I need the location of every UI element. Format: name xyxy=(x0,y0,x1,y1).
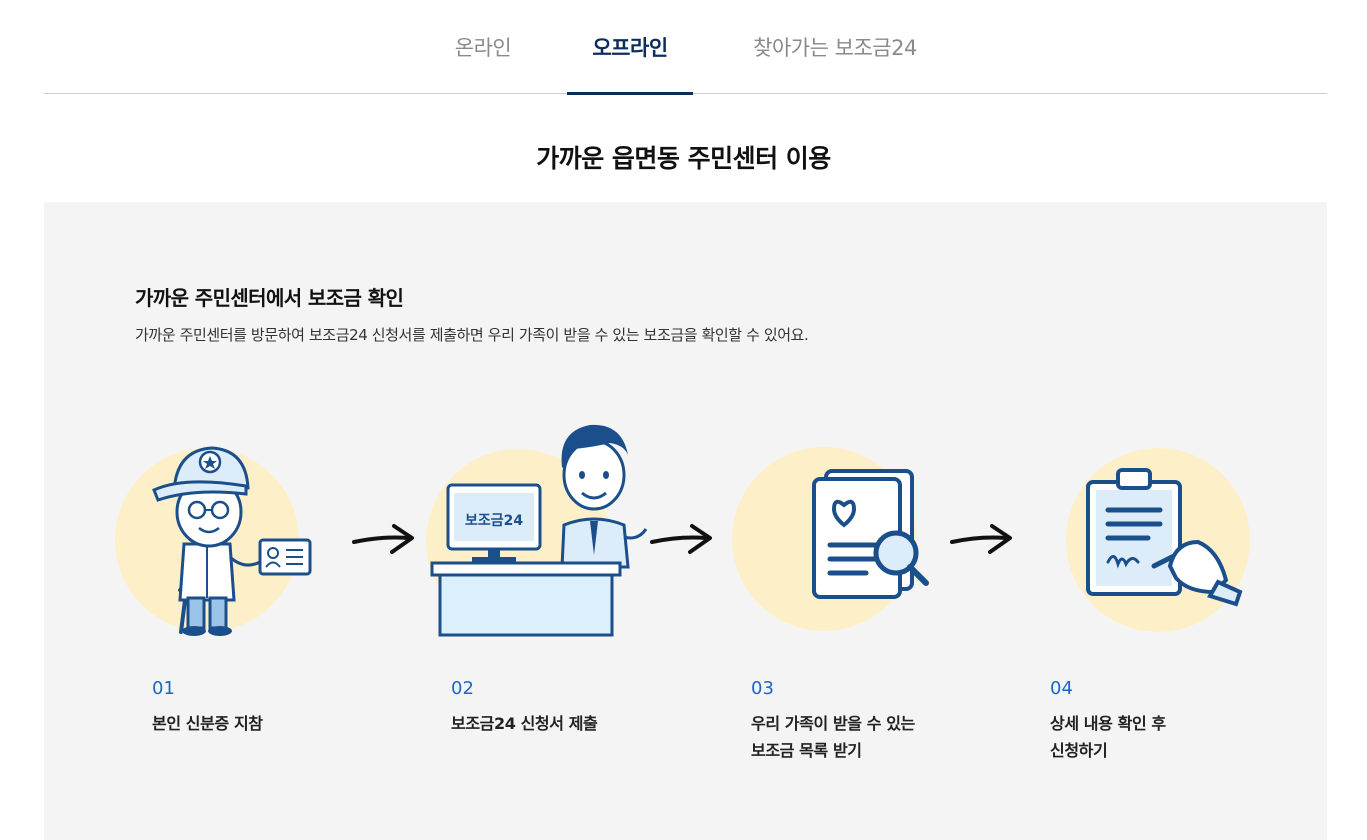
step-text-line1: 본인 신분증 지참 xyxy=(152,714,263,733)
page-title: 가까운 읍면동 주민센터 이용 xyxy=(536,144,831,173)
step-text: 우리 가족이 받을 수 있는 보조금 목록 받기 xyxy=(751,710,915,764)
arrow-right-icon xyxy=(950,524,1012,554)
tab-visiting-subsidy24[interactable]: 찾아가는 보조금24 xyxy=(753,36,917,60)
step-text-line2: 신청하기 xyxy=(1050,741,1108,760)
document-magnifier-illustration xyxy=(732,447,929,631)
step-text: 보조금24 신청서 제출 xyxy=(451,710,598,737)
step-text-line1: 우리 가족이 받을 수 있는 xyxy=(751,714,915,733)
step-text-line1: 보조금24 신청서 제출 xyxy=(451,714,598,733)
tab-bar: 온라인 오프라인 찾아가는 보조금24 xyxy=(44,0,1327,95)
step-number: 02 xyxy=(451,678,474,699)
tab-online[interactable]: 온라인 xyxy=(454,36,512,60)
step-number: 04 xyxy=(1050,678,1073,699)
panel-title: 가까운 주민센터에서 보조금 확인 xyxy=(135,286,404,310)
step-text: 본인 신분증 지참 xyxy=(152,710,263,737)
elderly-man-with-id-card-illustration xyxy=(115,446,312,636)
tab-offline[interactable]: 오프라인 xyxy=(567,0,693,95)
step-text-line1: 상세 내용 확인 후 xyxy=(1050,714,1166,733)
monitor-label: 보조금24 xyxy=(465,513,523,529)
arrow-right-icon xyxy=(650,524,712,554)
step-text-line2: 보조금 목록 받기 xyxy=(751,741,862,760)
info-panel: 가까운 주민센터에서 보조금 확인 가까운 주민센터를 방문하여 보조금24 신… xyxy=(44,202,1327,840)
step-number: 03 xyxy=(751,678,774,699)
clerk-at-desk-illustration: 보조금24 xyxy=(426,424,648,637)
arrow-right-icon xyxy=(352,524,414,554)
step-number: 01 xyxy=(152,678,175,699)
clipboard-signing-illustration xyxy=(1066,448,1250,632)
panel-description: 가까운 주민센터를 방문하여 보조금24 신청서를 제출하면 우리 가족이 받을… xyxy=(135,326,809,344)
step-text: 상세 내용 확인 후 신청하기 xyxy=(1050,710,1166,764)
